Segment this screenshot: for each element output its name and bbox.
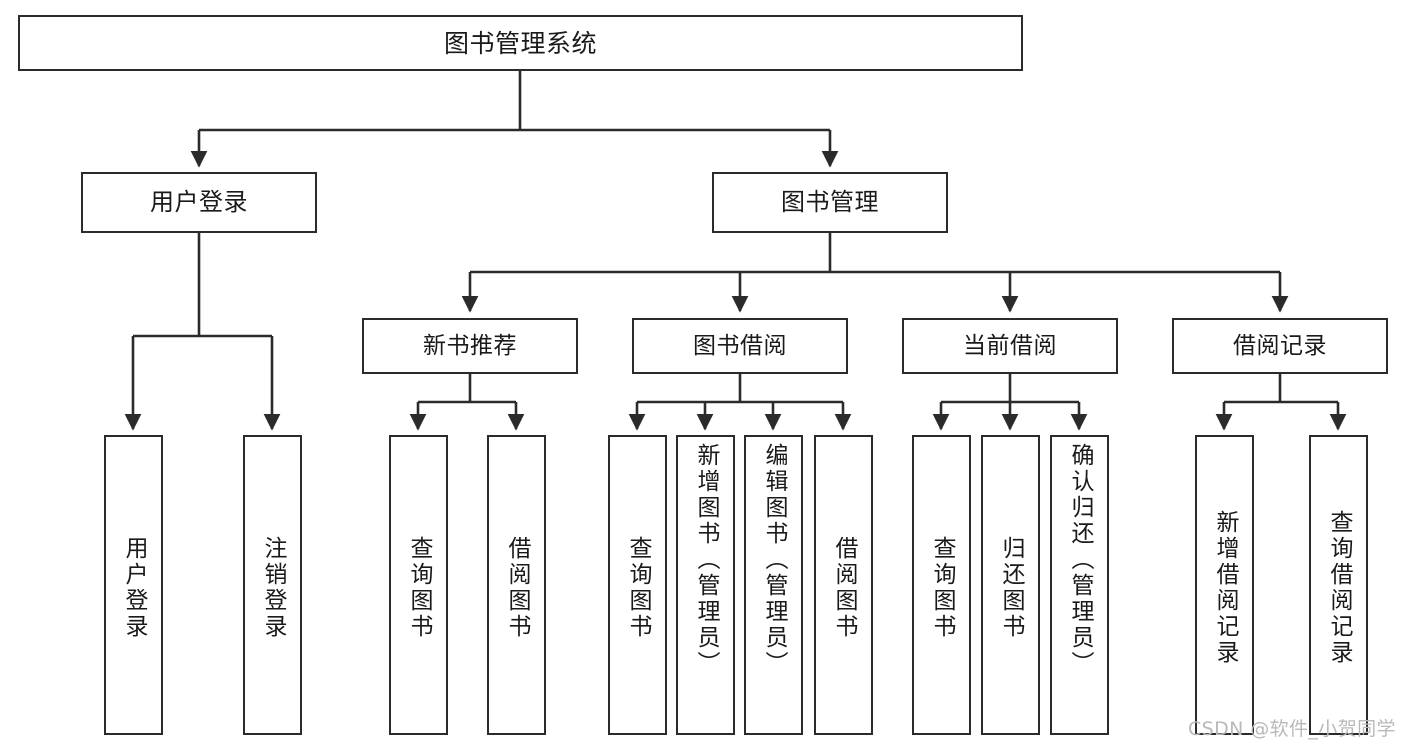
leaf-borrow-add-book-label: 新增图书（管理员） <box>693 443 719 677</box>
leaf-borrow-edit-book[interactable]: 编辑图书（管理员） <box>744 435 803 735</box>
node-user-login[interactable]: 用户登录 <box>81 172 317 233</box>
leaf-borrow-add-book[interactable]: 新增图书（管理员） <box>676 435 735 735</box>
node-root[interactable]: 图书管理系统 <box>18 15 1023 71</box>
leaf-user-login-logout[interactable]: 注销登录 <box>243 435 302 735</box>
leaf-current-query-book-label: 查询图书 <box>929 536 955 640</box>
leaf-current-query-book[interactable]: 查询图书 <box>912 435 971 735</box>
node-book-management[interactable]: 图书管理 <box>712 172 948 233</box>
node-current-borrow[interactable]: 当前借阅 <box>902 318 1118 374</box>
node-book-management-label: 图书管理 <box>781 187 879 216</box>
leaf-newbook-query-book-label: 查询图书 <box>406 536 432 640</box>
leaf-borrow-query-book-label: 查询图书 <box>625 536 651 640</box>
leaf-newbook-borrow-book-label: 借阅图书 <box>504 536 530 640</box>
leaf-current-confirm-return[interactable]: 确认归还（管理员） <box>1050 435 1109 735</box>
leaf-current-return-book[interactable]: 归还图书 <box>981 435 1040 735</box>
node-root-label: 图书管理系统 <box>443 28 597 58</box>
csdn-watermark: CSDN @软件_小贺同学 <box>1188 718 1396 740</box>
leaf-user-login-logout-label: 注销登录 <box>260 536 286 640</box>
node-borrow-record-label: 借阅记录 <box>1233 332 1327 359</box>
node-borrow-record[interactable]: 借阅记录 <box>1172 318 1388 374</box>
leaf-borrow-edit-book-label: 编辑图书（管理员） <box>761 443 787 677</box>
leaf-record-query-record[interactable]: 查询借阅记录 <box>1309 435 1368 735</box>
leaf-current-return-book-label: 归还图书 <box>998 536 1024 640</box>
leaf-record-add-record[interactable]: 新增借阅记录 <box>1195 435 1254 735</box>
leaf-borrow-borrow-book[interactable]: 借阅图书 <box>814 435 873 735</box>
leaf-newbook-query-book[interactable]: 查询图书 <box>389 435 448 735</box>
leaf-record-add-record-label: 新增借阅记录 <box>1212 510 1238 666</box>
leaf-user-login-login-label: 用户登录 <box>121 536 147 640</box>
node-book-borrow[interactable]: 图书借阅 <box>632 318 848 374</box>
node-current-borrow-label: 当前借阅 <box>963 332 1057 359</box>
leaf-newbook-borrow-book[interactable]: 借阅图书 <box>487 435 546 735</box>
leaf-record-query-record-label: 查询借阅记录 <box>1326 510 1352 666</box>
leaf-current-confirm-return-label: 确认归还（管理员） <box>1067 443 1093 677</box>
leaf-borrow-borrow-book-label: 借阅图书 <box>831 536 857 640</box>
node-user-login-label: 用户登录 <box>150 187 248 216</box>
leaf-borrow-query-book[interactable]: 查询图书 <box>608 435 667 735</box>
node-new-book-recommend-label: 新书推荐 <box>423 332 517 359</box>
node-book-borrow-label: 图书借阅 <box>693 332 787 359</box>
node-new-book-recommend[interactable]: 新书推荐 <box>362 318 578 374</box>
leaf-user-login-login[interactable]: 用户登录 <box>104 435 163 735</box>
